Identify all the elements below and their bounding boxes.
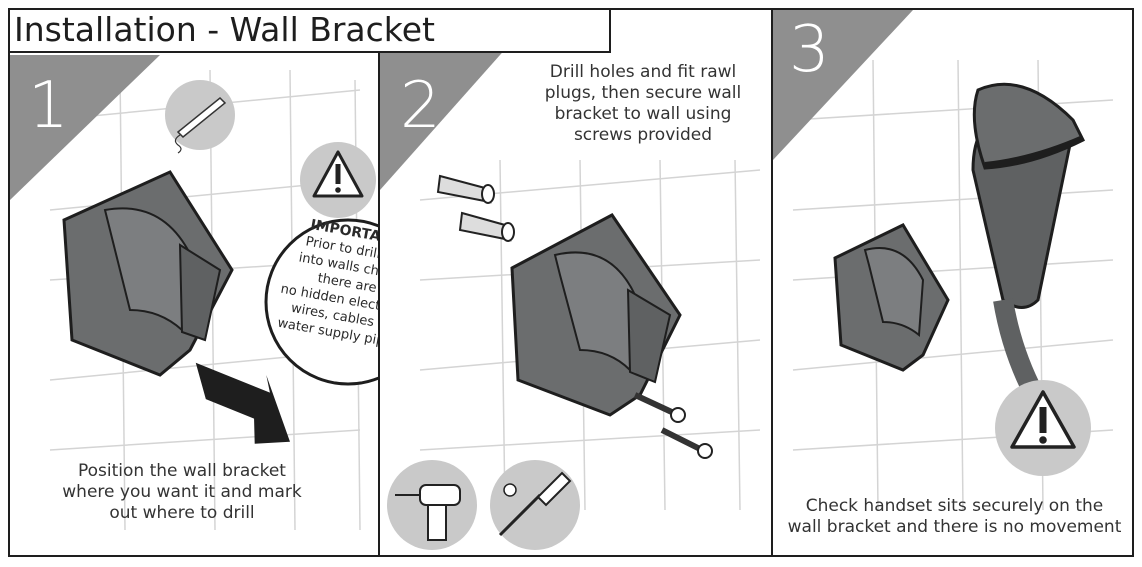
step-number: 2 <box>400 69 441 143</box>
warning-icon <box>300 142 376 218</box>
screw-icon <box>633 392 713 459</box>
step-3-illustration <box>773 10 1114 511</box>
step-3-panel: 3 Check handset sits securely on the wal… <box>771 8 1134 557</box>
arrow-icon <box>195 362 290 444</box>
pencil-icon <box>165 80 235 154</box>
wall-bracket <box>510 213 682 417</box>
page-title: Installation - Wall Bracket <box>8 8 611 53</box>
shower-handset-icon <box>971 82 1086 416</box>
step-corner-triangle <box>773 10 913 160</box>
warning-icon <box>995 380 1091 476</box>
screwdriver-icon <box>490 460 580 550</box>
wall-bracket <box>62 170 234 377</box>
rawl-plug-icon <box>436 174 515 242</box>
drill-icon <box>387 460 477 550</box>
important-circle <box>264 218 378 386</box>
step-1-panel: 1 Position the wall bracket where you wa… <box>8 8 380 557</box>
step-1-illustration <box>10 55 378 531</box>
step-3-caption: Check handset sits securely on the wall … <box>787 496 1122 537</box>
step-number: 1 <box>28 69 69 143</box>
step-2-caption: Drill holes and fit rawl plugs, then sec… <box>544 62 742 145</box>
step-2-panel: 2 Drill holes and fit rawl plugs, then s… <box>378 8 773 557</box>
step-corner-triangle <box>10 55 160 200</box>
wall-bracket <box>833 223 950 372</box>
step-2-illustration <box>380 10 761 550</box>
step-corner-triangle <box>380 10 540 190</box>
step-1-caption: Position the wall bracket where you want… <box>62 461 302 523</box>
step-number: 3 <box>789 13 830 87</box>
